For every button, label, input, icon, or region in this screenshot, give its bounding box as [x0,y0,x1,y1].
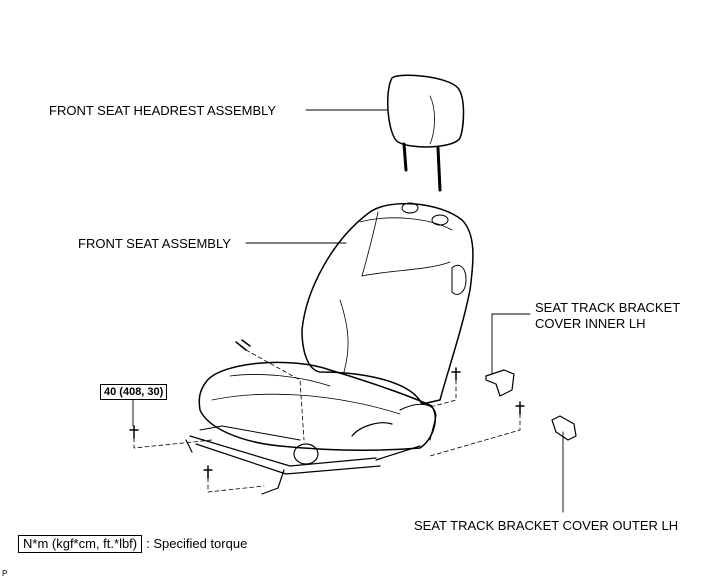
corner-mark: P [2,569,8,578]
bolt-icon [203,465,213,479]
torque-value-box: 40 (408, 30) [100,384,168,400]
legend-description: : Specified torque [146,536,248,551]
seat-assembly-label: FRONT SEAT ASSEMBLY [78,236,231,251]
inner-cover-label-line2: COVER INNER LH [535,316,646,331]
headrest-label: FRONT SEAT HEADREST ASSEMBLY [49,103,277,118]
torque-legend: N*m (kgf*cm, ft.*lbf): Specified torque [18,535,247,553]
outer-cover-label: SEAT TRACK BRACKET COVER OUTER LH [414,518,679,533]
headrest-illustration [387,74,465,192]
bolt-icon [515,401,525,415]
installation-guide-lines [133,349,521,493]
bolt-icon [451,367,461,381]
inner-cover-illustration [485,369,515,397]
legend-units-box: N*m (kgf*cm, ft.*lbf) [18,535,143,553]
bolt-icon [129,425,139,439]
inner-cover-label-line1: SEAT TRACK BRACKET [535,300,681,315]
bolt-icon [235,339,251,351]
seat-cushion-illustration [198,361,437,465]
seat-back-illustration [301,202,474,405]
outer-cover-illustration [551,415,577,441]
leader-lines [132,109,564,513]
seat-rails-illustration [185,425,421,495]
